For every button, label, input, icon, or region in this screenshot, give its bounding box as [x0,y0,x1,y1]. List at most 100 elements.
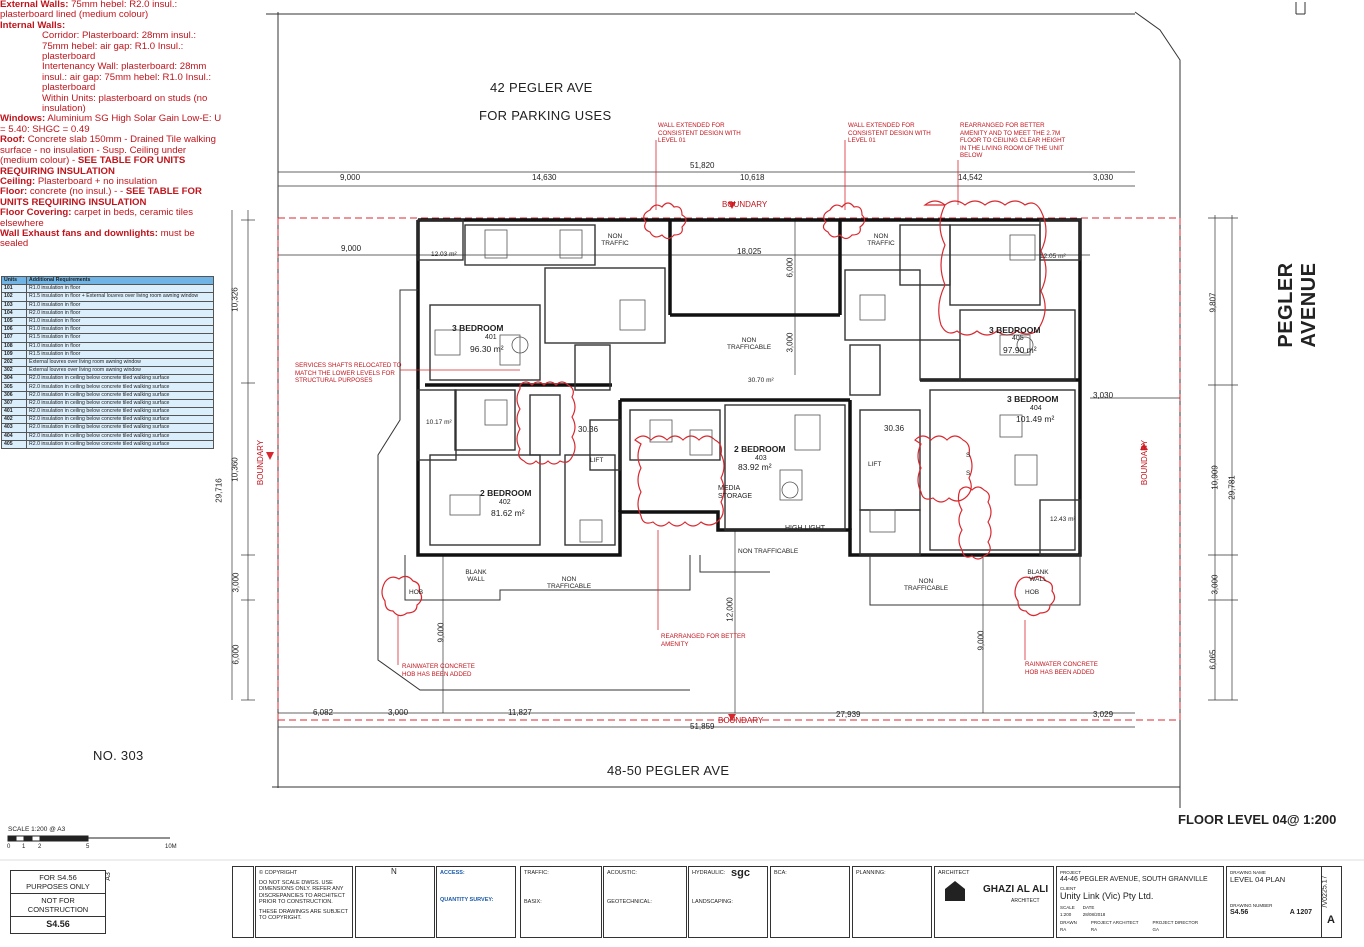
drawing-box: DRAWING NAME LEVEL 04 PLAN DRAWING NUMBE… [1226,866,1342,938]
unit-404-name: 3 BEDROOM [1007,394,1059,404]
note-rainwater-right: RAINWATER CONCRETE HOB HAS BEEN ADDED [1025,661,1098,676]
insulation-notes: External Walls: 75mm hebel: R2.0 insul.:… [0,0,225,250]
unit-403-area: 83.92 m² [738,462,772,472]
dim-14542: 14,542 [958,173,983,182]
building-walls [416,218,1082,557]
area-1203: 12.03 m² [431,251,457,258]
north-label: N [391,867,397,876]
note-wall-extended-right: WALL EXTENDED FOR CONSISTENT DESIGN WITH… [848,122,931,144]
boundary-top: BOUNDARY [722,200,768,209]
scale-bar [7,835,170,842]
dim-29781: 29,781 [1227,475,1237,500]
unit-402-num: 402 [499,499,511,506]
consultant-bca: BCA: [770,866,850,938]
dim-14630: 14,630 [532,173,557,182]
scale-tick-10: 10M [165,844,177,850]
scale-tick-0: 0 [7,844,11,850]
unit-402-area: 81.62 m² [491,508,525,518]
area-1017: 10.17 m² [426,419,452,426]
revision-clouds [381,200,1056,617]
dim-3000-bottom: 3,000 [388,708,409,717]
consultant-access: ACCESS:QUANTITY SURVEY: [436,866,516,938]
street-right: PEGLER AVENUE [1275,262,1320,348]
area-1205: 12.05 m² [1040,253,1066,260]
non-trafficable-mid: NON TRAFFICABLE [738,548,799,555]
dim-6082: 6,082 [313,708,334,717]
terraces [377,289,1081,691]
dim-9000-top: 9,000 [340,173,361,182]
dim-3030-right: 3,030 [1093,391,1114,400]
revision-strip [232,866,254,938]
unit-402-name: 2 BEDROOM [480,488,532,498]
blank-wall-right: BLANK WALL [1027,569,1049,583]
non-trafficable-br: NON TRAFFICABLE [903,578,949,592]
dim-6000-mid: 6,000 [785,257,795,278]
non-trafficable-bl: NON TRAFFICABLE [546,576,592,590]
street-bottom: 48-50 PEGLER AVE [607,763,730,778]
note-intertenancy: Intertenancy Wall: plasterboard: 28mm in… [42,61,212,94]
dim-9000-left-bottom: 9,000 [436,622,446,643]
level-3036-right: 30.36 [884,424,905,433]
unit-404-num: 404 [1030,405,1042,412]
non-traffic-right: NON TRAFFIC [867,233,895,247]
shaft-s2: S [966,470,971,477]
street-top: 42 PEGLER AVE [490,80,593,95]
high-light: HIGH LIGHT [785,525,826,532]
dim-51859: 51,859 [690,722,715,731]
unit-403-name: 2 BEDROOM [734,444,786,454]
hob-right: HOB [1025,589,1040,596]
unit-405-name: 3 BEDROOM [989,325,1041,335]
dim-3000-left: 3,000 [231,572,241,593]
unit-404-area: 101.49 m² [1016,414,1055,424]
unit-403-num: 403 [755,455,767,462]
architect-logo-icon [945,881,965,901]
dim-10326: 10,326 [230,287,240,312]
boundary-markers [266,202,1148,721]
dim-29716: 29,716 [214,478,224,503]
sheet-size: A3 [104,872,112,881]
parking-label: FOR PARKING USES [479,108,612,123]
lift-left: LIFT [590,457,604,464]
dim-12000: 12,000 [725,597,735,622]
dim-10909: 10,909 [1210,465,1220,490]
note-within-units: Within Units: plasterboard on studs (no … [42,92,208,115]
red-boundary [277,217,1181,721]
unit-405-num: 405 [1012,335,1024,342]
dim-9000-right-bottom: 9,000 [976,630,986,651]
furniture [434,229,1038,543]
media-storage: MEDIA STORAGE [718,485,753,500]
scale-label: SCALE 1:200 @ A3 [8,826,66,833]
note-rearranged-bottom: REARRANGED FOR BETTER AMENITY [661,633,746,648]
consultant-planning: PLANNING: [852,866,932,938]
dim-9000-mid: 9,000 [341,244,362,253]
note-rainwater-left: RAINWATER CONCRETE HOB HAS BEEN ADDED [402,663,475,678]
north-box: N [355,866,435,938]
copyright-box: © COPYRIGHT DO NOT SCALE DWGS. USE DIMEN… [255,866,353,938]
scale-tick-1: 1 [22,844,26,850]
scale-tick-2: 2 [38,844,42,850]
dim-27939: 27,939 [836,710,861,719]
non-traffic-left: NON TRAFFIC [601,233,629,247]
dimension-lines [231,171,1238,728]
dim-6000-left: 6,000 [231,644,241,665]
dim-11827: 11,827 [508,708,532,717]
hob-left: HOB [409,589,424,596]
project-box: PROJECT 44-46 PEGLER AVENUE, SOUTH GRANV… [1056,866,1224,938]
consultant-traffic: TRAFFIC:BASIX: [520,866,602,938]
unit-405-area: 97.90 m² [1003,345,1037,355]
unit-401-num: 401 [485,334,497,341]
unit-401-name: 3 BEDROOM [452,323,504,333]
dim-3030-top: 3,030 [1093,173,1114,182]
scale-tick-5: 5 [86,844,90,850]
non-trafficable-center: NON TRAFFICABLE [726,337,772,351]
consultant-acoustic: ACOUSTIC:GEOTECHNICAL: [603,866,687,938]
note-wall-extended-left: WALL EXTENDED FOR CONSISTENT DESIGN WITH… [658,122,741,144]
interior-walls [417,219,1081,556]
architect-box: ARCHITECT GHAZI AL ALI ARCHITECT [934,866,1054,938]
dim-3029: 3,029 [1093,710,1114,719]
dim-18025: 18,025 [737,247,762,256]
